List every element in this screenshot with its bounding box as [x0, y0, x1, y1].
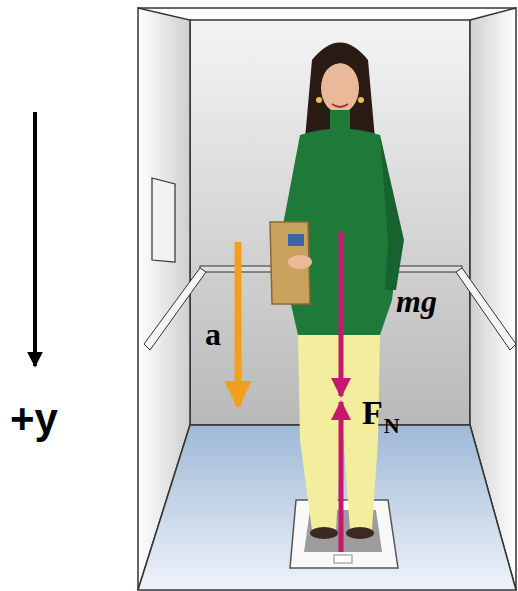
acceleration-arrow — [235, 242, 242, 406]
normal-force-arrow — [339, 402, 344, 552]
axis-arrow — [33, 112, 37, 366]
force-subscript: N — [384, 415, 400, 437]
force-label: F — [362, 396, 383, 430]
acceleration-label: a — [205, 318, 221, 350]
weight-label: mg — [396, 285, 437, 317]
weight-arrow — [339, 232, 344, 396]
axis-label: +y — [10, 398, 58, 440]
